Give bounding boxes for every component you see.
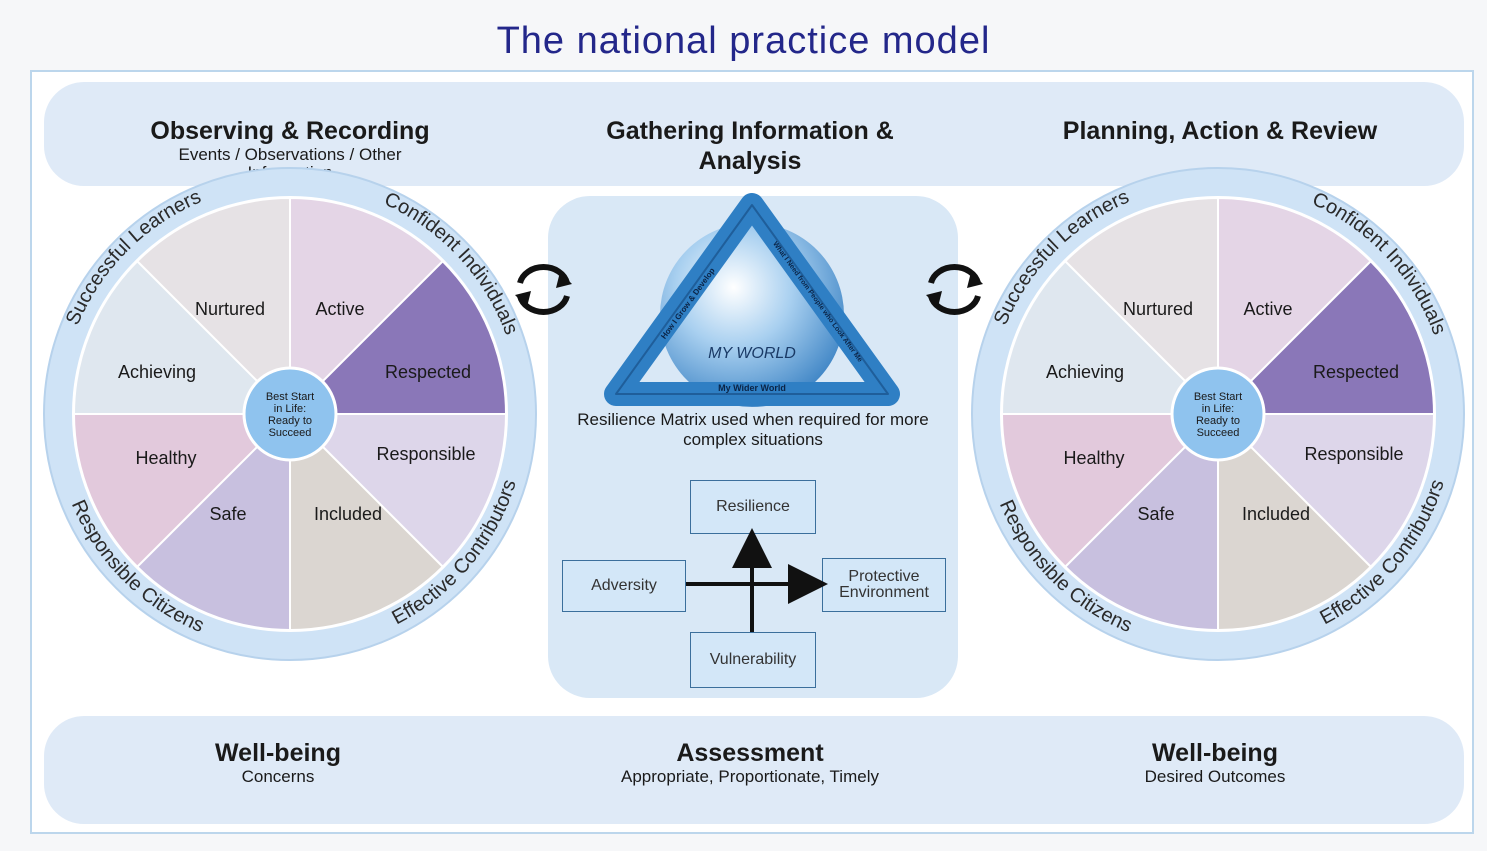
wheel-segment-active [1217,196,1373,417]
wheel-label-healthy: Healthy [1063,448,1124,468]
footer-concerns: Well-being Concerns [100,738,456,786]
wheel-label-achieving: Achieving [1046,362,1124,382]
wheel-segment-achieving [72,259,293,415]
footer-assessment: Assessment Appropriate, Proportionate, T… [540,738,960,786]
header-gathering: Gathering Information & Analysis [560,116,940,176]
wheel-label-active: Active [315,299,364,319]
footer-outcomes-subtitle: Desired Outcomes [1144,767,1286,786]
wheel-label-included: Included [1242,504,1310,524]
my-world-triangle: MY WORLD My Wider World How I Grow & Dev… [604,193,900,407]
cycle-arrows-icon-right [926,264,983,315]
wheel-center-hub [1170,366,1266,462]
wheel-center-text: Succeed [1197,427,1240,439]
wheel-label-safe: Safe [1137,504,1174,524]
bottom-band [44,716,1464,824]
wheel-segment-safe [135,411,291,632]
wheel-segment-healthy [72,413,293,569]
wheel-label-respected: Respected [385,362,471,382]
wheel-center-text: Succeed [269,427,312,439]
wheel-label-included: Included [314,504,382,524]
header-planning-title: Planning, Action & Review [1062,117,1378,145]
wheel-label-nurtured: Nurtured [1123,299,1193,319]
header-gathering-title: Gathering Information & Analysis [606,117,894,175]
wellbeing-wheel-left: Nurtured ActiveRespectedResponsibleInclud… [43,167,537,661]
footer-concerns-title: Well-being [215,739,341,767]
wheel-center-text: in Life: [274,403,306,415]
wheel-label-responsible: Responsible [1304,444,1403,464]
footer-outcomes: Well-being Desired Outcomes [1040,738,1390,786]
wheel-segment-active [289,196,445,417]
triangle-base-label: My Wider World [718,383,786,393]
wheel-segment-nurtured [1063,196,1219,417]
wellbeing-wheel-right: Nurtured ActiveRespectedResponsibleInclud… [971,167,1465,661]
wheel-label-active: Active [1243,299,1292,319]
wheel-segment-nurtured [135,196,291,417]
wheel-center-hub [242,366,338,462]
wheel-segment-included [1217,411,1373,632]
wheel-label-responsible: Responsible [376,444,475,464]
header-observing-title: Observing & Recording [150,117,430,145]
wheel-segment-included [289,411,445,632]
wheel-center-text: Ready to [268,415,312,427]
cycle-arrows-icon-left [515,264,572,315]
wheel-center-text: in Life: [1202,403,1234,415]
matrix-caption: Resilience Matrix used when required for… [577,410,929,449]
matrix-vulnerability-box: Vulnerability [690,632,816,688]
wheel-center-text: Best Start [266,391,314,403]
wheel-label-healthy: Healthy [135,448,196,468]
wheel-label-respected: Respected [1313,362,1399,382]
footer-outcomes-title: Well-being [1152,739,1278,767]
wheel-segment-responsible [287,413,508,569]
triangle-center-label: MY WORLD [708,345,796,362]
wheel-segment-respected [1215,259,1436,415]
footer-concerns-subtitle: Concerns [241,767,315,786]
matrix-adversity-box: Adversity [562,560,686,612]
wheel-segment-healthy [1000,413,1221,569]
wheel-label-safe: Safe [209,504,246,524]
wheel-label-nurtured: Nurtured [195,299,265,319]
wheel-segment-safe [1063,411,1219,632]
matrix-axes [686,528,828,632]
footer-assessment-title: Assessment [676,739,824,767]
wheel-segment-respected [287,259,508,415]
matrix-protective-box: Protective Environment [822,558,946,612]
wheel-center-text: Best Start [1194,391,1242,403]
page-title: The national practice model [496,20,991,62]
wheel-label-achieving: Achieving [118,362,196,382]
wheel-segment-achieving [1000,259,1221,415]
footer-assessment-subtitle: Appropriate, Proportionate, Timely [621,767,879,786]
wheel-center-text: Ready to [1196,415,1240,427]
header-planning: Planning, Action & Review [1010,116,1430,146]
wheel-segment-responsible [1215,413,1436,569]
